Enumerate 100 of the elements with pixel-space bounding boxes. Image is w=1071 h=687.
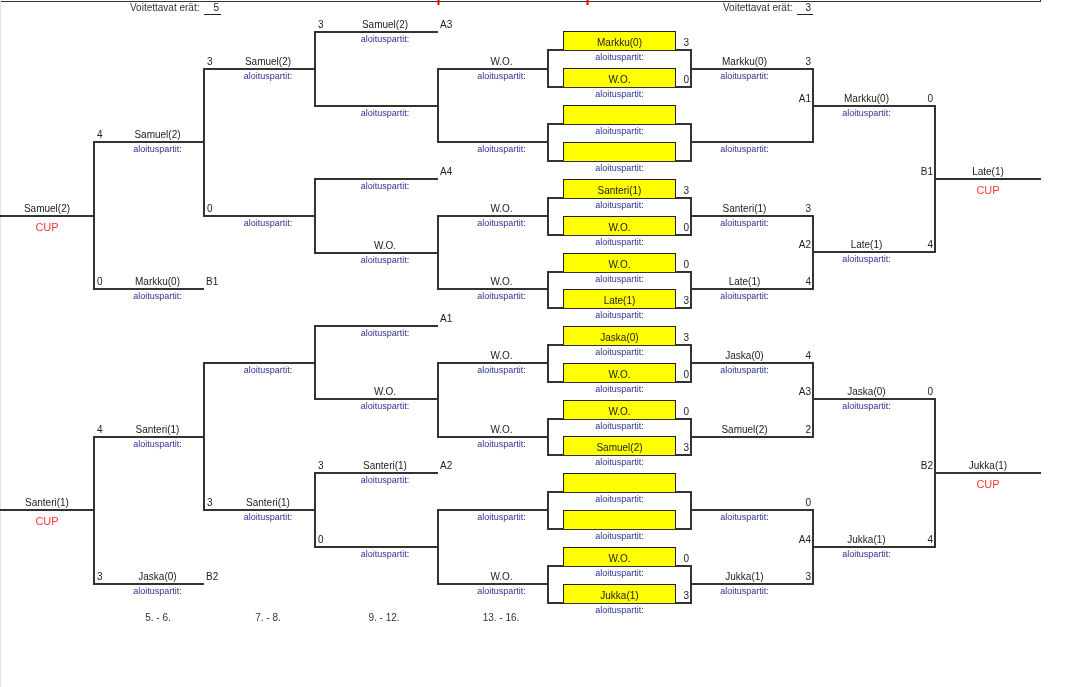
match-note: aloituspartit:	[720, 71, 769, 82]
match-note: aloituspartit:	[720, 144, 769, 155]
name-field: Santeri(1)	[563, 179, 676, 198]
score-number: 0	[207, 203, 213, 215]
match-code: A2	[798, 239, 811, 251]
match-note: aloituspartit:	[720, 512, 769, 523]
match-note: aloituspartit:	[243, 71, 293, 82]
match-note: aloituspartit:	[133, 144, 182, 155]
bracket-connector	[547, 583, 559, 604]
score-number: 3	[805, 203, 811, 215]
player-name: Late(1)	[728, 276, 761, 288]
match-note: aloituspartit:	[595, 421, 644, 432]
player-name: W.O.	[490, 571, 513, 583]
bracket-connector	[547, 362, 559, 383]
player-name: Markku(0)	[135, 276, 180, 288]
score-number: 0	[683, 259, 689, 271]
match-note: aloituspartit:	[360, 108, 410, 119]
name-field: Samuel(2)	[563, 436, 676, 455]
score-number: 4	[927, 239, 933, 251]
player-name: Samuel(2)	[134, 129, 181, 141]
name-field: W.O.	[563, 400, 676, 419]
match-note: aloituspartit:	[595, 605, 644, 616]
score-number: 0	[683, 406, 689, 418]
placement-label: 13. - 16.	[482, 612, 520, 624]
match-code: B2	[206, 571, 219, 583]
player-name: Santeri(1)	[25, 497, 69, 509]
match-code: A1	[798, 93, 811, 105]
player-name: Santeri(1)	[722, 203, 767, 215]
name-field: Jukka(1)	[563, 584, 676, 603]
input-field: 3	[797, 2, 813, 15]
bracket-connector	[547, 565, 559, 585]
score-number: 3	[683, 185, 689, 197]
bracket-connector	[314, 178, 316, 217]
player-name: Jukka(1)	[725, 571, 764, 583]
player-name: W.O.	[490, 276, 513, 288]
player-name: Jukka(1)	[847, 534, 886, 546]
match-note: aloituspartit:	[360, 549, 410, 560]
player-name: Samuel(2)	[23, 203, 71, 215]
score-number: 0	[683, 222, 689, 234]
match-note: aloituspartit:	[595, 494, 644, 505]
score-number: 4	[805, 350, 811, 362]
name-field: W.O.	[563, 547, 676, 566]
player-name: Jaska(0)	[138, 571, 177, 583]
match-note: aloituspartit:	[595, 89, 644, 100]
score-number: 3	[683, 37, 689, 49]
match-note: aloituspartit:	[133, 291, 182, 302]
player-name: Late(1)	[972, 166, 1004, 178]
cup-label: CUP	[976, 184, 1000, 197]
match-note: aloituspartit:	[477, 144, 526, 155]
match-code: A1	[440, 313, 453, 325]
bracket-connector	[680, 123, 692, 143]
player-name: Markku(0)	[722, 56, 767, 68]
match-code: A4	[440, 166, 453, 178]
player-name: Samuel(2)	[721, 424, 768, 436]
match-code: B1	[920, 166, 933, 178]
match-note: aloituspartit:	[477, 439, 526, 450]
player-name: Samuel(2)	[244, 56, 292, 68]
match-note: aloituspartit:	[477, 586, 526, 597]
bracket-connector	[547, 418, 559, 438]
match-code: A3	[798, 386, 811, 398]
cup-label: CUP	[35, 515, 59, 528]
bracket-connector	[547, 68, 559, 88]
match-note: aloituspartit:	[842, 108, 891, 119]
score-number: 3	[683, 590, 689, 602]
bracket-connector	[680, 141, 692, 162]
match-note: aloituspartit:	[133, 586, 182, 597]
match-note: aloituspartit:	[842, 254, 891, 265]
bracket-connector	[203, 362, 205, 438]
match-note: aloituspartit:	[133, 439, 182, 450]
name-field: W.O.	[563, 68, 676, 87]
match-note: aloituspartit:	[477, 71, 526, 82]
name-field: W.O.	[563, 216, 676, 235]
score-number: 3	[97, 571, 103, 583]
match-note: aloituspartit:	[477, 218, 526, 229]
score-number: 0	[97, 276, 103, 288]
match-note: aloituspartit:	[360, 401, 410, 412]
match-note: aloituspartit:	[360, 181, 410, 192]
bracket-connector	[437, 509, 439, 548]
score-number: 3	[805, 56, 811, 68]
match-note: aloituspartit:	[842, 549, 891, 560]
match-note: aloituspartit:	[595, 384, 644, 395]
score-number: 4	[927, 534, 933, 546]
score-number: 3	[683, 442, 689, 454]
score-number: 3	[207, 497, 213, 509]
match-note: aloituspartit:	[720, 586, 769, 597]
match-note: aloituspartit:	[842, 401, 891, 412]
match-code: A2	[440, 460, 453, 472]
score-number: 0	[683, 369, 689, 381]
match-note: aloituspartit:	[595, 126, 644, 137]
bracket-connector	[437, 105, 439, 143]
player-name: W.O.	[490, 350, 513, 362]
player-name: W.O.	[490, 56, 513, 68]
match-note: aloituspartit:	[595, 274, 644, 285]
player-name: Jaska(0)	[847, 386, 886, 398]
bracket-connector	[547, 141, 559, 162]
player-name: Samuel(2)	[361, 19, 409, 31]
score-number: 3	[318, 460, 324, 472]
match-note: aloituspartit:	[477, 365, 526, 376]
player-name: Late(1)	[850, 239, 883, 251]
bracket-connector	[547, 491, 559, 511]
